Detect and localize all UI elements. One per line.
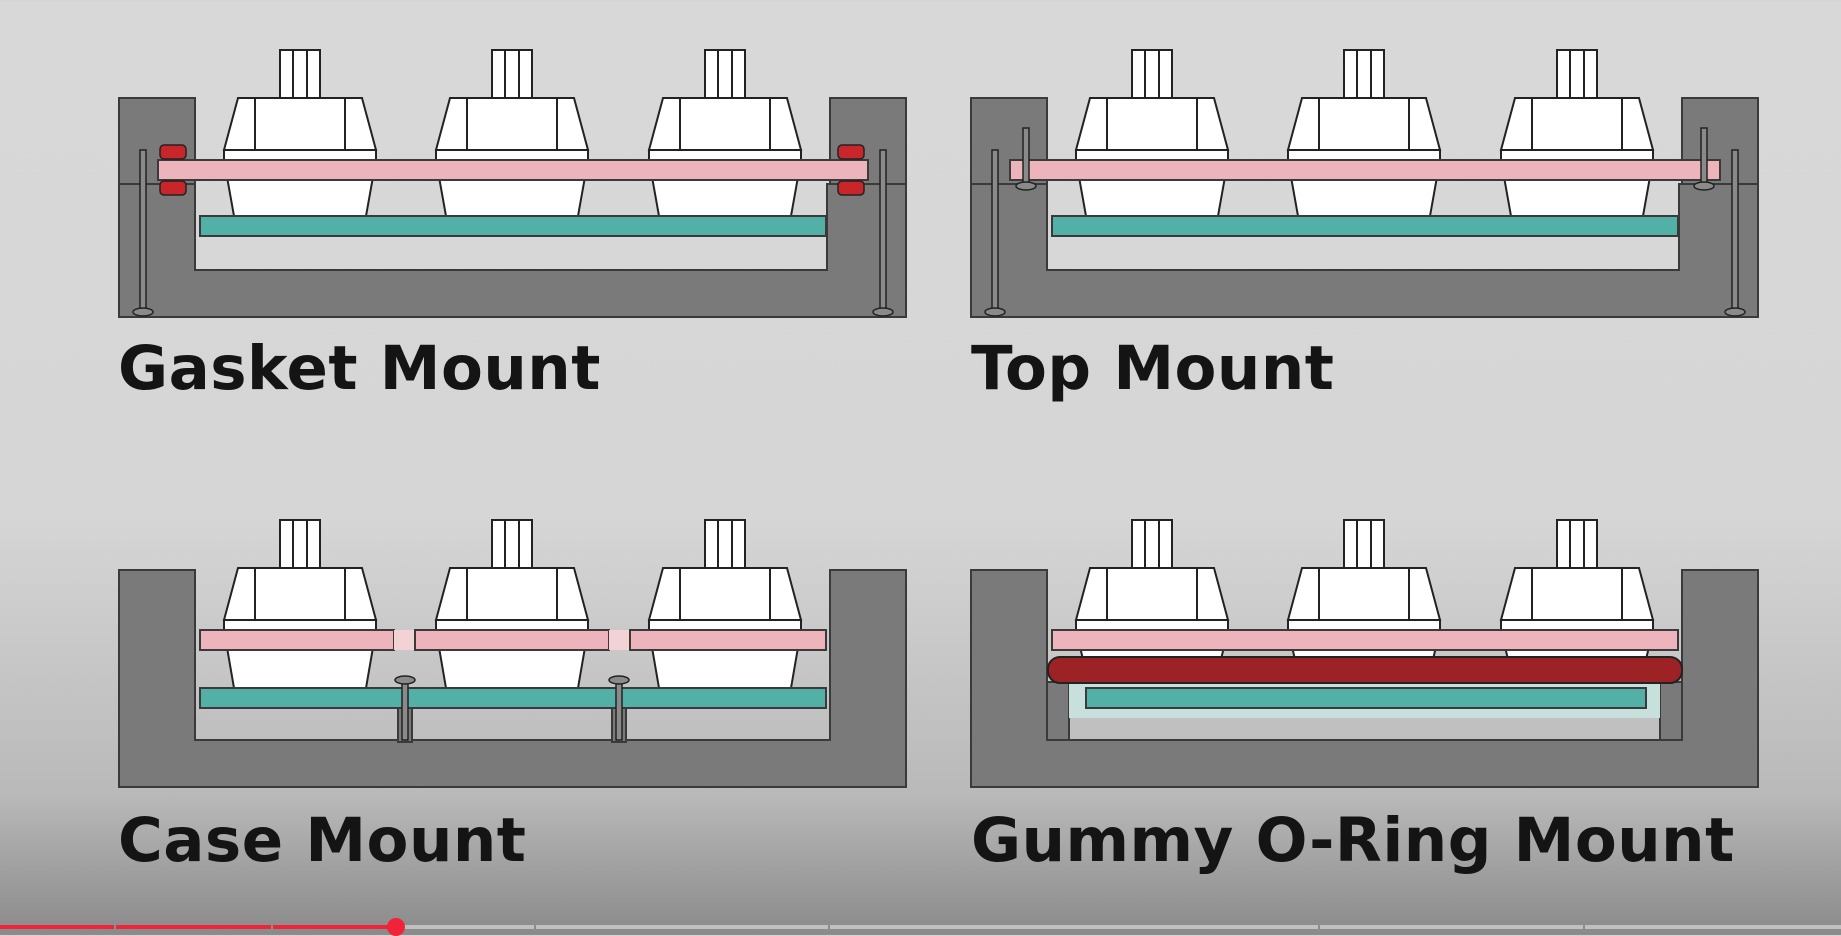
gasket-bottom-right: [837, 180, 865, 196]
progress-chapter-segment[interactable]: [1585, 925, 1841, 929]
screw-head: [872, 307, 894, 317]
switch-stem: [704, 519, 746, 569]
gasket-top-left: [159, 144, 187, 160]
o-ring: [1047, 656, 1683, 684]
switch-top-housing: [647, 567, 803, 621]
screw-icon: [394, 675, 416, 741]
key-switch: [647, 519, 803, 689]
key-switch: [434, 49, 590, 217]
pcb: [199, 687, 827, 709]
gummy-oring-mount-label: Gummy O-Ring Mount: [971, 805, 1735, 876]
key-switch: [1286, 49, 1442, 217]
switch-stem: [704, 49, 746, 99]
screw-icon: [1693, 127, 1715, 191]
switch-stem: [1343, 49, 1385, 99]
case-mount-label: Case Mount: [118, 805, 527, 876]
switch-stem: [491, 49, 533, 99]
screw-head: [608, 675, 630, 685]
pcb: [1051, 215, 1679, 237]
switch-top-housing: [1499, 97, 1655, 151]
screw-head: [132, 307, 154, 317]
switch-top-housing: [222, 567, 378, 621]
inner-post-left: [1046, 681, 1070, 741]
screw-icon: [1015, 127, 1037, 191]
switch-stem: [279, 49, 321, 99]
video-progress-bar[interactable]: [0, 918, 1841, 936]
pcb: [199, 215, 827, 237]
switch-top-housing: [1286, 97, 1442, 151]
gasket-top-right: [837, 144, 865, 160]
plate-segment: [629, 629, 827, 651]
panel-gummy-oring-mount: [970, 519, 1759, 788]
key-switch: [1499, 49, 1655, 217]
screw-shaft: [1700, 127, 1708, 187]
screw-icon: [872, 149, 894, 317]
case-body: [118, 569, 907, 788]
switch-stem: [1556, 519, 1598, 569]
plate: [157, 159, 869, 181]
key-switch: [1074, 49, 1230, 217]
plate-segment: [199, 629, 395, 651]
progress-played-segment: [0, 925, 115, 929]
gasket-bottom-left: [159, 180, 187, 196]
switch-stem: [1131, 519, 1173, 569]
gasket-mount-label: Gasket Mount: [118, 333, 601, 404]
screw-head: [1015, 181, 1037, 191]
screw-head: [1724, 307, 1746, 317]
plate-gap: [609, 630, 629, 650]
switch-stem: [1131, 49, 1173, 99]
screw-icon: [984, 149, 1006, 317]
panel-gasket-mount: [118, 49, 907, 318]
switch-top-housing: [222, 97, 378, 151]
switch-top-housing: [1074, 97, 1230, 151]
screw-shaft: [615, 679, 623, 741]
switch-top-housing: [1499, 567, 1655, 621]
screw-shaft: [139, 149, 147, 313]
progress-played-segment: [272, 925, 396, 929]
screw-shaft: [991, 149, 999, 313]
screw-icon: [608, 675, 630, 741]
screw-head: [1693, 181, 1715, 191]
screw-shaft: [1022, 127, 1030, 187]
switch-stem: [491, 519, 533, 569]
screw-shaft: [879, 149, 887, 313]
inner-post-right: [1659, 681, 1683, 741]
progress-scrubber-handle[interactable]: [386, 918, 405, 936]
progress-chapter-segment[interactable]: [1320, 925, 1584, 929]
case-body: [970, 569, 1759, 788]
switch-top-housing: [1286, 567, 1442, 621]
key-switch: [434, 519, 590, 689]
top-mount-label: Top Mount: [971, 333, 1335, 404]
switch-top-housing: [434, 97, 590, 151]
plate: [1051, 629, 1679, 651]
switch-stem: [1556, 49, 1598, 99]
case-bottom: [118, 183, 907, 318]
panel-case-mount: [118, 519, 907, 788]
plate: [1009, 159, 1721, 181]
screw-shaft: [1731, 149, 1739, 313]
panel-top-mount: [970, 49, 1759, 318]
screw-icon: [1724, 149, 1746, 317]
screw-head: [394, 675, 416, 685]
key-switch: [222, 519, 378, 689]
progress-played-segment: [116, 925, 271, 929]
plate-gap: [394, 630, 414, 650]
key-switch: [647, 49, 803, 217]
screw-head: [984, 307, 1006, 317]
switch-stem: [279, 519, 321, 569]
switch-top-housing: [434, 567, 590, 621]
pcb: [1085, 687, 1647, 709]
switch-stem: [1343, 519, 1385, 569]
switch-top-housing: [1074, 567, 1230, 621]
screw-icon: [132, 149, 154, 317]
screw-shaft: [401, 679, 409, 741]
key-switch: [222, 49, 378, 217]
switch-top-housing: [647, 97, 803, 151]
case-bottom: [970, 183, 1759, 318]
progress-chapter-segment[interactable]: [535, 925, 829, 929]
progress-chapter-segment[interactable]: [830, 925, 1319, 929]
plate-segment: [414, 629, 610, 651]
